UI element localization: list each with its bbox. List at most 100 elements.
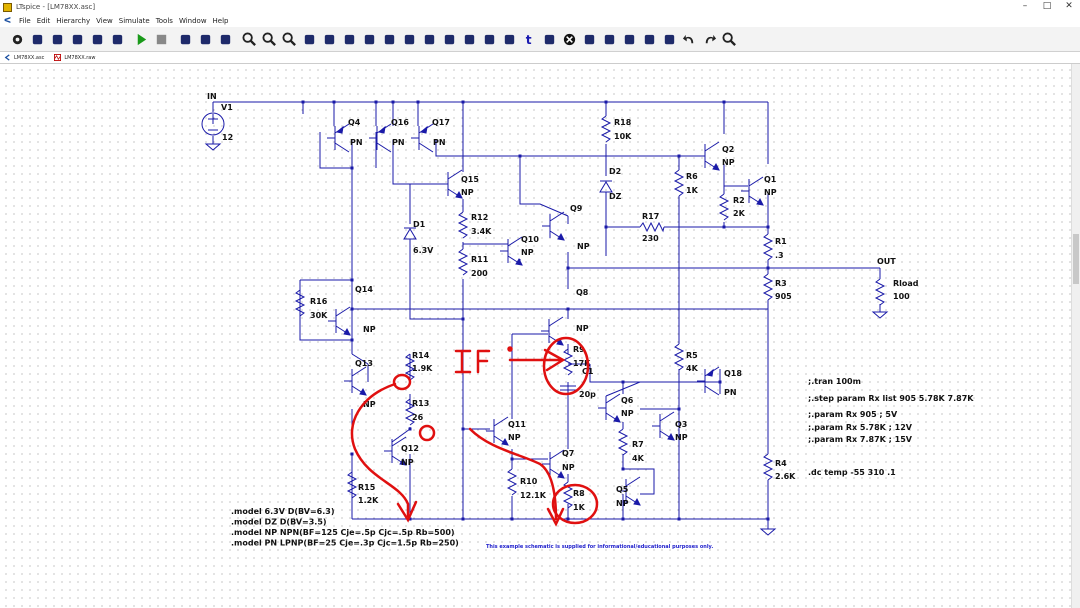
wire-button[interactable] bbox=[340, 30, 358, 48]
transistor-q14[interactable] bbox=[328, 307, 350, 335]
resistor-rload[interactable] bbox=[876, 279, 884, 305]
save-as-button[interactable] bbox=[28, 30, 46, 48]
junction-dot bbox=[417, 101, 420, 104]
spice-model-directive[interactable]: .model DZ D(BV=3.5) bbox=[231, 518, 327, 527]
transistor-q11[interactable] bbox=[486, 417, 508, 445]
find-button[interactable] bbox=[720, 30, 738, 48]
spice-directive-button[interactable] bbox=[500, 30, 518, 48]
component-labels: INOUTV112Q4PNQ16PNQ17PNR1810KQ2NPQ15NPD2… bbox=[207, 92, 919, 512]
transistor-q18[interactable] bbox=[697, 367, 719, 395]
resistor-r6[interactable] bbox=[675, 170, 683, 196]
maximize-button[interactable]: □ bbox=[1036, 0, 1058, 14]
spice-directive[interactable]: ;.step param Rx list 905 5.78K 7.87K bbox=[808, 394, 974, 403]
resistor-button[interactable] bbox=[400, 30, 418, 48]
diode-d2[interactable] bbox=[600, 181, 612, 192]
gear-button[interactable] bbox=[8, 30, 26, 48]
resistor-r4[interactable] bbox=[764, 454, 772, 480]
resistor-r10[interactable] bbox=[508, 469, 516, 495]
resistor-r7[interactable] bbox=[619, 429, 627, 455]
transistor-q13[interactable] bbox=[344, 367, 366, 395]
label-d1: D1 bbox=[413, 220, 426, 229]
capacitor-button[interactable] bbox=[420, 30, 438, 48]
menu-file[interactable]: File bbox=[16, 17, 34, 25]
transistor-q9[interactable] bbox=[542, 212, 564, 240]
spice-model-directive[interactable]: .model 6.3V D(BV=6.3) bbox=[231, 507, 335, 516]
zoom-fit-button[interactable] bbox=[280, 30, 298, 48]
transistor-q7[interactable] bbox=[542, 450, 564, 478]
mirror-button[interactable] bbox=[660, 30, 678, 48]
menu-tools[interactable]: Tools bbox=[153, 17, 176, 25]
label-button[interactable] bbox=[380, 30, 398, 48]
transistor-q4[interactable] bbox=[327, 124, 349, 152]
resistor-r17[interactable] bbox=[640, 223, 664, 231]
transistor-q8[interactable] bbox=[541, 317, 563, 345]
menu-window[interactable]: Window bbox=[176, 17, 210, 25]
resistor-r3[interactable] bbox=[764, 274, 772, 300]
transistor-q10[interactable] bbox=[500, 237, 522, 265]
resistor-r2[interactable] bbox=[720, 194, 728, 220]
resistor-r18[interactable] bbox=[602, 116, 610, 142]
paste-button[interactable] bbox=[620, 30, 638, 48]
resistor-r12[interactable] bbox=[459, 212, 467, 238]
scrollbar-thumb[interactable] bbox=[1073, 234, 1079, 284]
save-button[interactable] bbox=[68, 30, 86, 48]
menu-edit[interactable]: Edit bbox=[34, 17, 54, 25]
print-button[interactable] bbox=[88, 30, 106, 48]
resistor-r5[interactable] bbox=[675, 344, 683, 370]
transistor-q15[interactable] bbox=[440, 170, 462, 198]
settings-button[interactable] bbox=[108, 30, 126, 48]
label-out: OUT bbox=[877, 257, 896, 266]
transistor-q16[interactable] bbox=[369, 124, 391, 152]
junction-dot bbox=[767, 518, 770, 521]
zoom-out-button[interactable] bbox=[260, 30, 278, 48]
tile-vertical-button[interactable] bbox=[176, 30, 194, 48]
menu-help[interactable]: Help bbox=[210, 17, 232, 25]
tile-horizontal-button[interactable] bbox=[196, 30, 214, 48]
run-button[interactable] bbox=[132, 30, 150, 48]
transistor-q3[interactable] bbox=[652, 412, 674, 440]
text-button[interactable]: t bbox=[520, 30, 538, 48]
menu-hierarchy[interactable]: Hierarchy bbox=[53, 17, 93, 25]
stop-button[interactable] bbox=[152, 30, 170, 48]
cascade-icon bbox=[218, 32, 233, 47]
component-button[interactable] bbox=[480, 30, 498, 48]
spice-model-directive[interactable]: .model NP NPN(BF=125 Cje=.5p Cjc=.5p Rb=… bbox=[231, 528, 455, 537]
autorange-button[interactable] bbox=[320, 30, 338, 48]
menu-simulate[interactable]: Simulate bbox=[116, 17, 153, 25]
redo-button[interactable] bbox=[700, 30, 718, 48]
menu-view[interactable]: View bbox=[93, 17, 116, 25]
vertical-scrollbar[interactable] bbox=[1071, 64, 1080, 608]
open-button[interactable] bbox=[48, 30, 66, 48]
undo-button[interactable] bbox=[680, 30, 698, 48]
spice-directive[interactable]: ;.param Rx 905 ; 5V bbox=[808, 410, 898, 419]
drag-button[interactable] bbox=[600, 30, 618, 48]
cascade-button[interactable] bbox=[216, 30, 234, 48]
zoom-in-button[interactable] bbox=[240, 30, 258, 48]
tab-waveform[interactable]: LM78XX.raw bbox=[50, 52, 101, 64]
transistor-q6[interactable] bbox=[598, 394, 620, 422]
ground-button[interactable] bbox=[360, 30, 378, 48]
junction-dot bbox=[351, 308, 354, 311]
inductor-button[interactable] bbox=[440, 30, 458, 48]
delete-button[interactable] bbox=[560, 30, 578, 48]
resistor-r1[interactable] bbox=[764, 234, 772, 260]
tab-schematic[interactable]: LM78XX.asc bbox=[0, 52, 50, 64]
close-button[interactable]: ✕ bbox=[1058, 0, 1080, 14]
resistor-r11[interactable] bbox=[459, 249, 467, 275]
spice-directive[interactable]: ;.param Rx 5.78K ; 12V bbox=[808, 423, 913, 432]
diode-button[interactable] bbox=[460, 30, 478, 48]
zoom-back-button[interactable] bbox=[300, 30, 318, 48]
spice-directive[interactable]: ;.tran 100m bbox=[808, 377, 861, 386]
spice-model-directive[interactable]: .model PN LPNP(BF=25 Cje=.3p Cjc=1.5p Rb… bbox=[231, 539, 459, 548]
transistor-q2[interactable] bbox=[697, 142, 719, 170]
spice-directive[interactable]: ;.param Rx 7.87K ; 15V bbox=[808, 435, 913, 444]
transistor-q17[interactable] bbox=[411, 124, 433, 152]
diode-d1[interactable] bbox=[404, 228, 416, 239]
spice-directive[interactable]: .dc temp -55 310 .1 bbox=[808, 468, 896, 477]
copy-icon bbox=[582, 32, 597, 47]
rotate-button[interactable] bbox=[640, 30, 658, 48]
minimize-button[interactable]: – bbox=[1014, 0, 1036, 14]
copy-button[interactable] bbox=[580, 30, 598, 48]
move-button[interactable] bbox=[540, 30, 558, 48]
schematic-canvas[interactable]: INOUTV112Q4PNQ16PNQ17PNR1810KQ2NPQ15NPD2… bbox=[0, 64, 1071, 608]
